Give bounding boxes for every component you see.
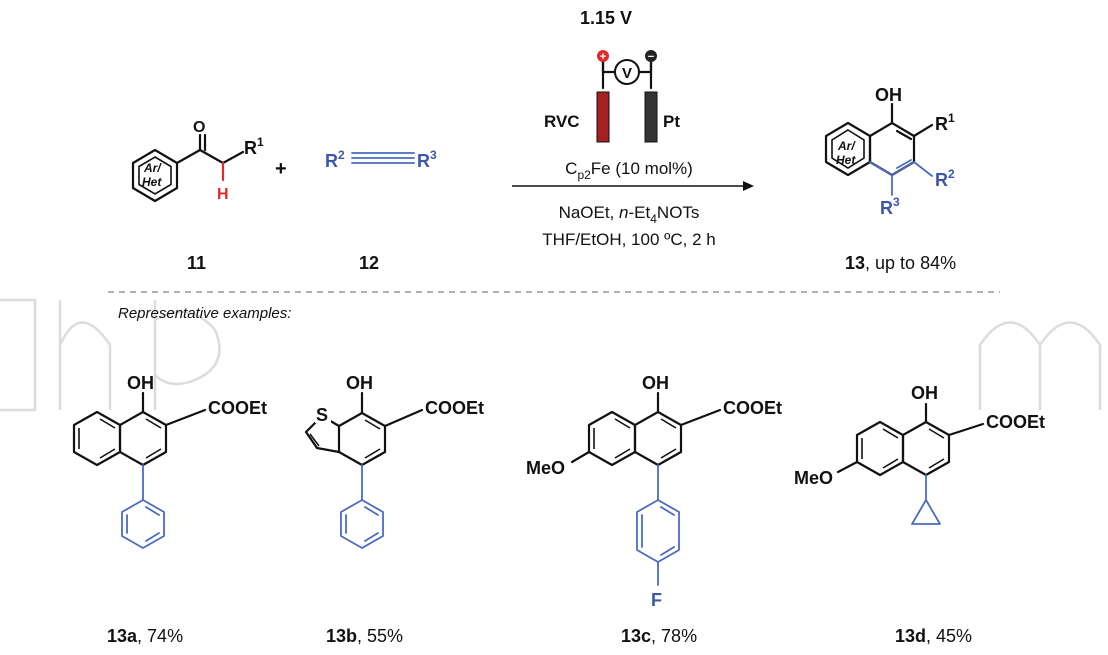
reaction-conditions: Cp2Fe (10 mol%) NaOEt, n-Et4NOTs THF/EtO… <box>512 159 754 249</box>
product-r3: R3 <box>880 195 900 218</box>
compound-11-label: 11 <box>187 253 206 273</box>
product-13-label: 13, up to 84% <box>845 253 956 273</box>
carbonyl-oxygen: O <box>193 119 205 136</box>
label-13c: 13c, 78% <box>621 626 697 646</box>
hydroxyl-13b: OH <box>346 373 373 393</box>
voltage-label: 1.15 V <box>580 8 632 28</box>
arrow-head-icon <box>743 181 754 191</box>
r3-group: R3 <box>417 148 437 171</box>
label-13a: 13a, 74% <box>107 626 183 646</box>
pt-cathode <box>644 91 658 143</box>
r1-group: R1 <box>244 135 264 158</box>
rvc-anode <box>596 91 610 143</box>
sulfur-atom-13b: S <box>316 405 328 425</box>
product-r2: R2 <box>935 167 955 190</box>
ring-label-top: Ar/ <box>143 161 162 175</box>
positive-terminal-icon <box>597 50 609 62</box>
reactant-11: O H R1 Ar/ Het 11 <box>131 119 264 273</box>
watermark <box>0 298 1102 412</box>
ring-label-bottom: Het <box>142 175 162 189</box>
example-13b: S OH COOEt 13b, 55% <box>304 373 484 646</box>
ester-13c: COOEt <box>723 398 782 418</box>
examples-heading: Representative examples: <box>118 305 291 322</box>
negative-terminal-icon <box>645 50 657 62</box>
electrochemical-cell: 1.15 V V + − RVC Pt <box>544 8 680 143</box>
hydroxyl-13a: OH <box>127 373 154 393</box>
compound-12-label: 12 <box>359 253 379 273</box>
product-ring-top: Ar/ <box>837 139 856 153</box>
solvent-temperature-line: THF/EtOH, 100 ºC, 2 h <box>542 230 715 249</box>
methoxy-13d: MeO <box>794 468 833 488</box>
product-hydroxyl: OH <box>875 85 902 105</box>
example-13d: MeO OH COOEt 13d, 45% <box>794 383 1045 646</box>
ester-13a: COOEt <box>208 398 267 418</box>
anode-label: RVC <box>544 112 580 131</box>
catalyst-line: Cp2Fe (10 mol%) <box>565 159 693 182</box>
r2-group: R2 <box>325 148 345 171</box>
ester-13d: COOEt <box>986 412 1045 432</box>
product-r1: R1 <box>935 111 955 134</box>
base-electrolyte-line: NaOEt, n-Et4NOTs <box>559 203 700 226</box>
reactant-12: R2 R3 12 <box>325 148 437 273</box>
svg-text:+: + <box>600 51 606 63</box>
label-13b: 13b, 55% <box>326 626 403 646</box>
methoxy-13c: MeO <box>526 458 565 478</box>
hydroxyl-13d: OH <box>911 383 938 403</box>
example-13c: F MeO OH COOEt 13c, 78% <box>526 373 782 646</box>
plus-sign: + <box>275 158 287 180</box>
label-13d: 13d, 45% <box>895 626 972 646</box>
alpha-hydrogen: H <box>217 186 229 203</box>
hydroxyl-13c: OH <box>642 373 669 393</box>
svg-text:−: − <box>648 51 654 63</box>
cathode-label: Pt <box>663 112 680 131</box>
product-13: OH R1 R2 R3 Ar/ Het 13, up to 84% <box>824 85 956 273</box>
fluorine-13c: F <box>651 590 662 610</box>
ester-13b: COOEt <box>425 398 484 418</box>
example-13a: OH COOEt 13a, 74% <box>72 373 267 646</box>
product-ring-bottom: Het <box>836 153 856 167</box>
voltmeter-symbol: V <box>622 65 632 82</box>
